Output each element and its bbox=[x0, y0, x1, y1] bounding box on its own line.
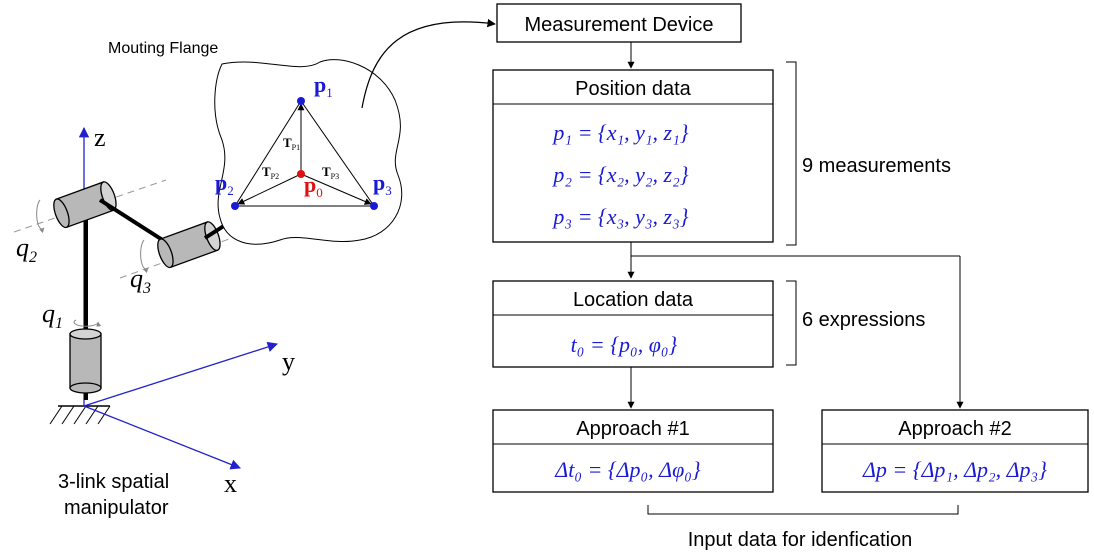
p0-label: p0 bbox=[304, 172, 323, 200]
t-p2-label: TP2 bbox=[262, 164, 279, 181]
flange-outline bbox=[214, 59, 403, 245]
q3-label: q3 bbox=[130, 264, 151, 297]
manipulator-caption-line2: manipulator bbox=[64, 497, 169, 519]
flange-to-device-arrow bbox=[361, 18, 496, 109]
vector-t-p2 bbox=[237, 173, 302, 205]
manipulator-figure: z y x bbox=[13, 123, 304, 519]
measurement-device-label: Measurement Device bbox=[525, 14, 714, 36]
point-p2 bbox=[231, 202, 239, 210]
measurements-bracket bbox=[786, 61, 797, 246]
flange-triangle bbox=[234, 100, 375, 207]
z-axis-label: z bbox=[94, 123, 106, 152]
q1-rotation-arrow bbox=[73, 319, 102, 327]
point-p0 bbox=[297, 170, 305, 178]
position-eq-p2: p₂ = {x₂, y₂, z₂} bbox=[551, 162, 688, 187]
vector-t-p3 bbox=[300, 173, 372, 205]
location-eq: t₀ = {p₀, φ₀} bbox=[571, 332, 678, 357]
flowchart: Measurement Device Position data p₁ = {x… bbox=[492, 3, 1089, 551]
position-data-title: Position data bbox=[575, 78, 692, 100]
input-data-bracket bbox=[647, 505, 959, 515]
mounting-flange: Mouting Flange p1 p2 p3 p0 TP1 bbox=[108, 18, 496, 245]
approach2-eq: Δp = {Δp₁, Δp₂, Δp₃} bbox=[862, 457, 1047, 482]
position-eq-p1: p₁ = {x₁, y₁, z₁} bbox=[551, 120, 688, 145]
point-p1 bbox=[297, 97, 305, 105]
approach1-eq: Δt₀ = {Δp₀, Δφ₀} bbox=[554, 457, 701, 482]
input-data-label: Input data for idenfication bbox=[688, 529, 913, 551]
ground-hatch bbox=[49, 405, 111, 425]
q3-rotation-arrow bbox=[140, 239, 149, 274]
p3-label: p3 bbox=[373, 170, 392, 198]
approach2-title: Approach #2 bbox=[898, 418, 1011, 440]
expressions-label: 6 expressions bbox=[802, 309, 925, 331]
expressions-bracket bbox=[786, 280, 797, 366]
point-p3 bbox=[370, 202, 378, 210]
q2-label: q2 bbox=[16, 233, 37, 266]
flange-label: Mouting Flange bbox=[108, 40, 218, 57]
q1-label: q1 bbox=[42, 299, 63, 332]
approach1-title: Approach #1 bbox=[576, 418, 689, 440]
approach2-box bbox=[821, 409, 1089, 493]
measurement-device-box bbox=[496, 3, 742, 43]
manipulator-caption-line1: 3-link spatial bbox=[58, 471, 169, 493]
y-axis bbox=[83, 341, 278, 407]
joint1-cylinder bbox=[69, 328, 102, 394]
joint2-axis-dashed bbox=[13, 179, 167, 233]
approach1-box bbox=[492, 409, 774, 493]
y-axis-label: y bbox=[282, 347, 295, 376]
link-2 bbox=[98, 198, 174, 248]
t-p3-label: TP3 bbox=[322, 164, 339, 181]
measurements-label: 9 measurements bbox=[802, 155, 951, 177]
joint3-cylinder bbox=[157, 221, 221, 269]
location-data-box bbox=[492, 280, 774, 368]
position-data-box bbox=[492, 69, 774, 243]
q2-rotation-arrow bbox=[36, 199, 45, 234]
p1-label: p1 bbox=[314, 72, 333, 100]
p2-label: p2 bbox=[215, 170, 234, 198]
location-data-title: Location data bbox=[573, 289, 694, 311]
x-axis-label: x bbox=[224, 469, 237, 498]
x-axis bbox=[83, 405, 241, 470]
t-p1-label: TP1 bbox=[283, 135, 300, 152]
position-eq-p3: p₃ = {x₃, y₃, z₃} bbox=[551, 204, 688, 229]
